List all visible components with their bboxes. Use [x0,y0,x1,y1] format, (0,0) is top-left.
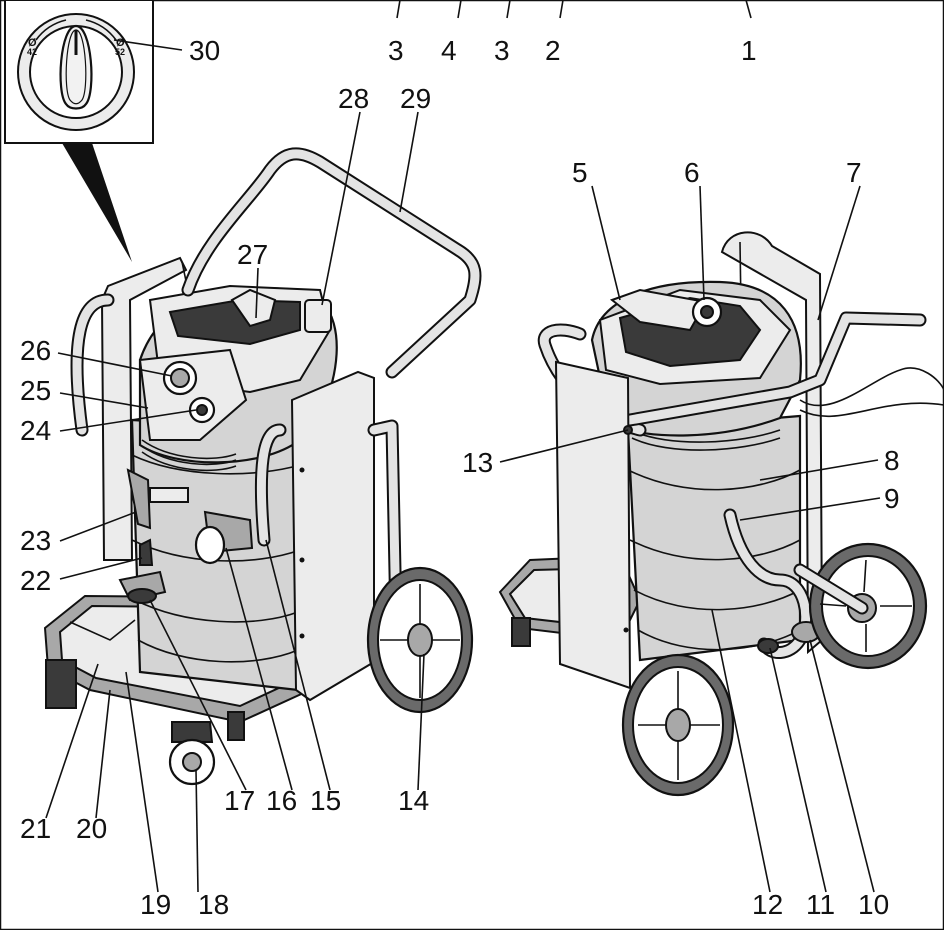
callout-22: 22 [20,565,51,596]
callout-13: 13 [462,447,493,478]
callout-labels: 3 4 3 2 1 30 28 29 27 26 25 24 23 22 5 6… [20,35,900,920]
callout-10: 10 [858,889,889,920]
callout-3-left: 3 [388,35,404,66]
callout-20: 20 [76,813,107,844]
callout-15: 15 [310,785,341,816]
callout-16: 16 [266,785,297,816]
callout-8: 8 [884,445,900,476]
vacuum-rear-view [498,231,944,797]
callout-3-right: 3 [494,35,510,66]
callout-4: 4 [441,35,457,66]
dial-right-value: 52 [115,47,125,57]
callout-7: 7 [846,157,862,188]
callout-17: 17 [224,785,255,816]
callout-18: 18 [198,889,229,920]
callout-30: 30 [189,35,220,66]
callout-27: 27 [237,239,268,270]
callout-11: 11 [806,889,835,920]
callout-19: 19 [140,889,171,920]
leader-lines [45,0,881,893]
callout-29: 29 [400,83,431,114]
callout-25: 25 [20,375,51,406]
inset-detail [4,0,154,262]
callout-9: 9 [884,483,900,514]
callout-1: 1 [741,35,757,66]
callout-26: 26 [20,335,51,366]
callout-2: 2 [545,35,561,66]
vacuum-front-view [43,147,482,786]
callout-28: 28 [338,83,369,114]
callout-14: 14 [398,785,429,816]
dial-left-value: 42 [27,47,37,57]
callout-24: 24 [20,415,51,446]
callout-21: 21 [20,813,51,844]
dial-right-mark: Ø [116,37,125,49]
dial-left-mark: Ø [28,37,37,49]
callout-6: 6 [684,157,700,188]
callout-5: 5 [572,157,588,188]
callout-12: 12 [752,889,783,920]
callout-23: 23 [20,525,51,556]
